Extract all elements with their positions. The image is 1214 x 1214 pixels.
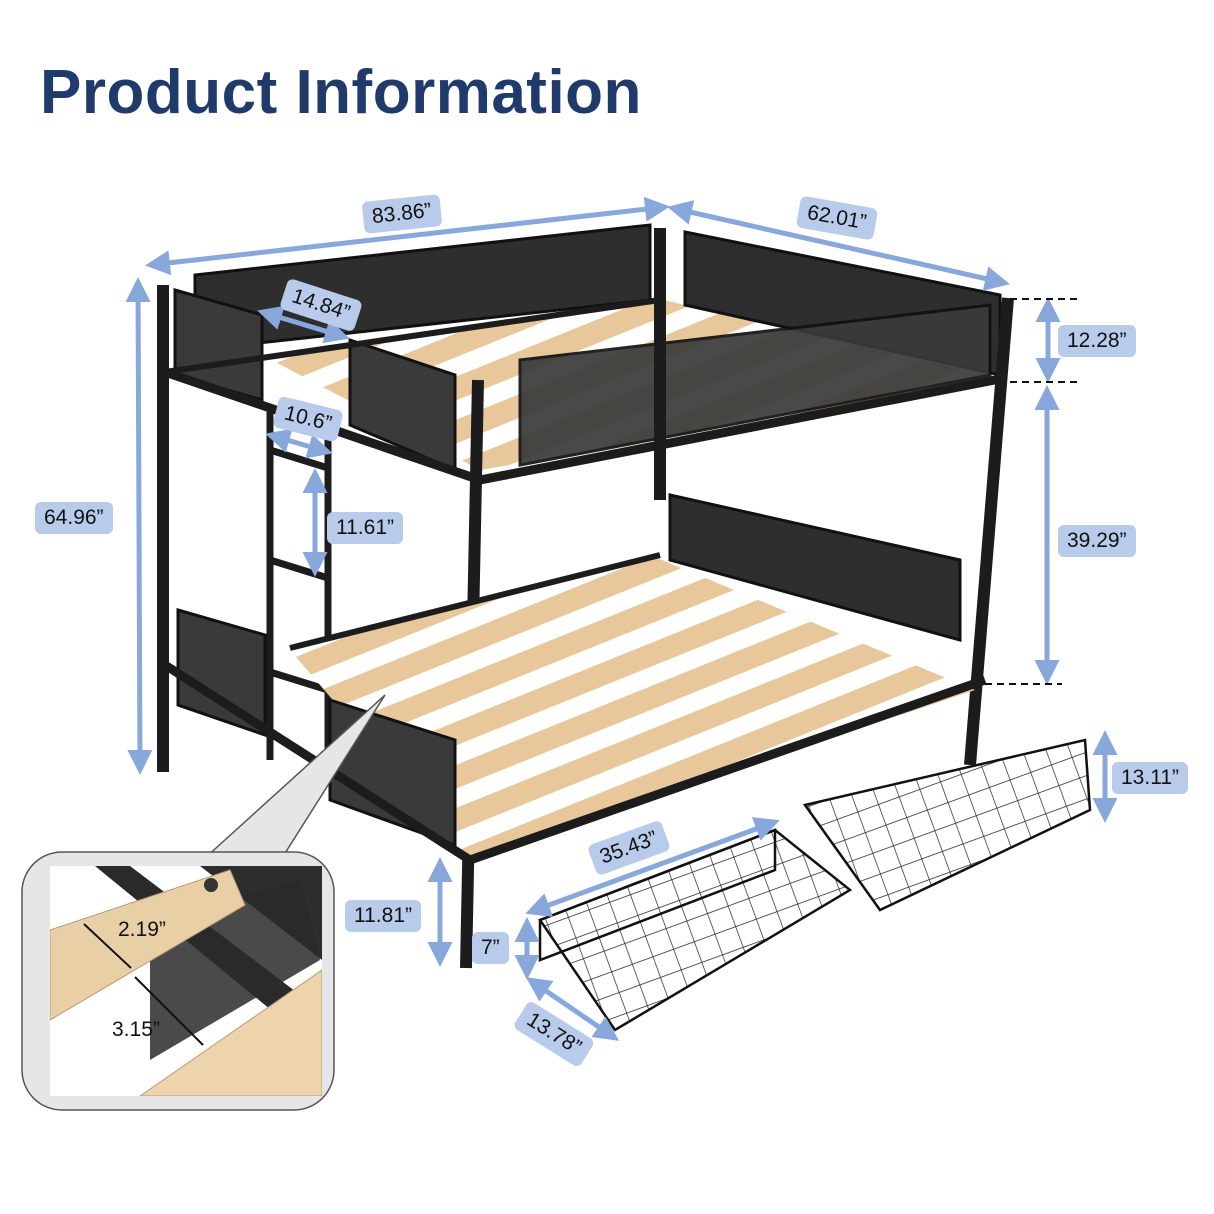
dimension-arrows bbox=[125, 196, 1118, 1041]
lower-bunk bbox=[162, 493, 987, 865]
width-arrow bbox=[667, 200, 1010, 291]
label-under-bed-clearance: 11.81” bbox=[345, 900, 421, 932]
drawer-right bbox=[802, 738, 1092, 912]
upper-front-guardrail bbox=[518, 303, 992, 467]
inset-slat-width: 2.19” bbox=[118, 918, 166, 941]
label-bunk-clearance: 39.29” bbox=[1058, 525, 1136, 557]
label-rung-spacing: 11.61” bbox=[327, 512, 403, 544]
height-arrow bbox=[125, 277, 153, 775]
zoom-callout-icon bbox=[21, 694, 386, 1111]
length-arrow bbox=[145, 196, 670, 276]
ladder-width-arrow bbox=[265, 428, 333, 459]
label-guardrail-height: 12.28” bbox=[1058, 325, 1136, 357]
ladder bbox=[266, 408, 332, 765]
label-overall-height: 64.96” bbox=[35, 502, 113, 534]
reference-lines bbox=[985, 298, 1078, 685]
slat-bottom bbox=[139, 969, 322, 1096]
label-drawer-height: 7” bbox=[472, 932, 509, 964]
label-basket-height: 13.11” bbox=[1112, 762, 1188, 794]
drawer-length-arrow bbox=[525, 817, 780, 917]
drawer-depth-arrow bbox=[525, 977, 620, 1041]
slat-top bbox=[50, 869, 246, 1021]
inset-slat-gap: 3.15” bbox=[112, 1018, 160, 1041]
opening-arrow bbox=[257, 305, 350, 344]
page-title: Product Information bbox=[40, 58, 642, 127]
